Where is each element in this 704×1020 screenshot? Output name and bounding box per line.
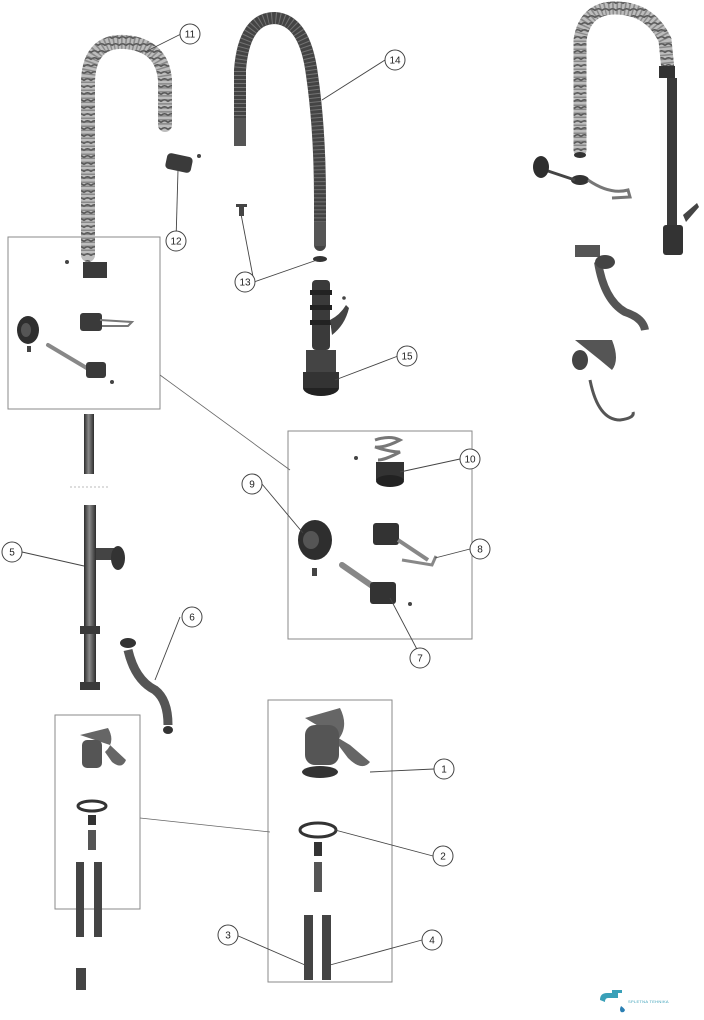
callout-label: 1 xyxy=(441,765,447,776)
callout-label: 8 xyxy=(477,545,483,556)
callout-11: 11 xyxy=(179,23,201,45)
callout-label: 3 xyxy=(225,931,231,942)
pin-parts xyxy=(236,204,327,262)
callout-label: 6 xyxy=(189,613,195,624)
callout-label: 12 xyxy=(170,237,182,248)
riser-pipe-part xyxy=(70,414,125,690)
spray-valve-part xyxy=(303,280,349,396)
callout-8: 8 xyxy=(469,538,491,560)
faucet-drop-icon xyxy=(600,990,625,1013)
callout-10: 10 xyxy=(459,448,481,470)
callout-label: 9 xyxy=(249,480,255,491)
box-connector-line-upper xyxy=(159,374,291,471)
spring-coil-part xyxy=(81,34,172,262)
callout-13: 13 xyxy=(234,271,256,293)
callout-9: 9 xyxy=(241,473,263,495)
callout-14: 14 xyxy=(384,49,406,71)
callout-label: 4 xyxy=(429,936,435,947)
callout-15: 15 xyxy=(396,345,418,367)
leader-lines xyxy=(21,33,471,966)
callout-label: 11 xyxy=(185,30,196,41)
end-cap-part xyxy=(165,153,201,173)
center-box-parts xyxy=(298,436,438,606)
callout-12: 12 xyxy=(165,230,187,252)
callout-label: 10 xyxy=(464,455,476,466)
callout-label: 13 xyxy=(239,278,251,289)
callout-6: 6 xyxy=(181,606,203,628)
callout-7: 7 xyxy=(409,647,431,669)
callout-label: 2 xyxy=(440,852,446,863)
callout-4: 4 xyxy=(421,929,443,951)
callout-5: 5 xyxy=(1,541,23,563)
callout-1: 1 xyxy=(433,758,455,780)
callout-label: 15 xyxy=(401,352,413,363)
box-connector-line-lower xyxy=(139,817,271,833)
callout-2: 2 xyxy=(432,845,454,867)
box-top-left-parts xyxy=(17,260,135,384)
callout-3: 3 xyxy=(217,924,239,946)
brand-logo: SPLETNA TEHNIKA xyxy=(600,990,669,1013)
callout-label: 14 xyxy=(389,56,401,67)
detail-box-center xyxy=(287,430,473,640)
logo-text: SPLETNA TEHNIKA xyxy=(628,999,669,1004)
callout-label: 5 xyxy=(9,548,15,559)
bottom-left-box-parts xyxy=(76,728,126,990)
spout-part xyxy=(120,638,173,734)
assembled-faucet-illustration xyxy=(533,1,699,505)
bottom-center-box-parts xyxy=(298,708,370,980)
flexible-hose-part xyxy=(234,11,326,251)
callout-label: 7 xyxy=(417,654,423,665)
detail-box-bottom-center xyxy=(267,699,393,983)
